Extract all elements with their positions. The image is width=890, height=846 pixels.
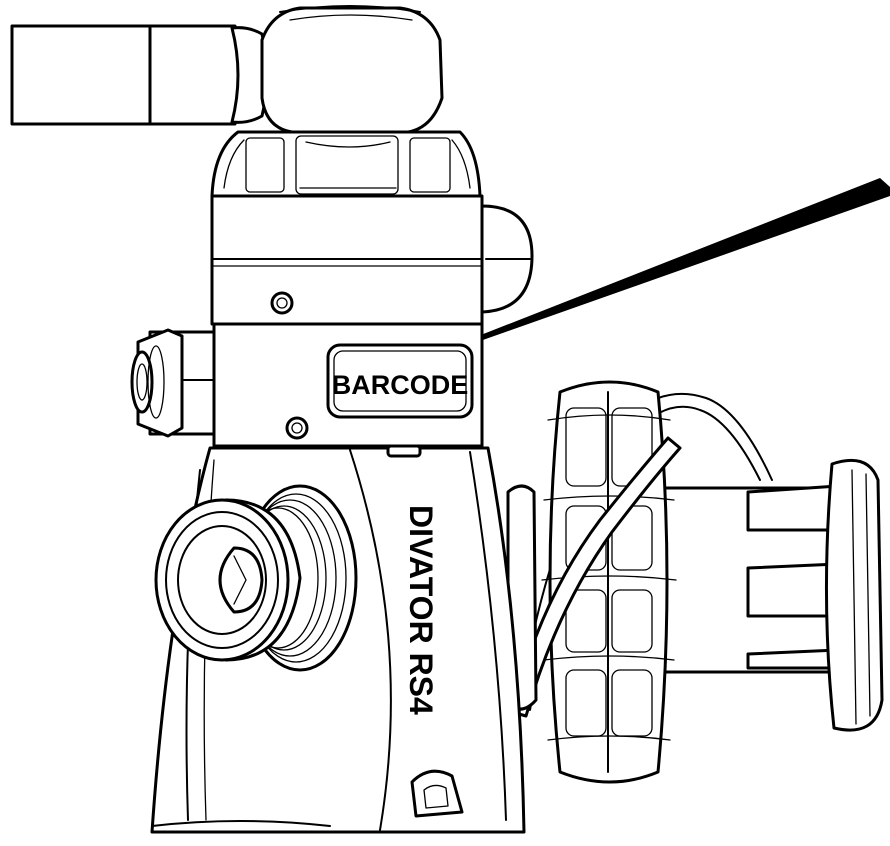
side-knob [480, 204, 534, 314]
turret-cap [210, 130, 482, 198]
barcode-label: BARCODE [332, 370, 469, 400]
leader-line [430, 178, 890, 358]
model-marking: DIVATOR RS4 [403, 505, 439, 715]
threaded-port [154, 484, 358, 672]
hose-fitting-top [10, 24, 269, 126]
turret-ring [210, 194, 484, 326]
din-bracket [660, 459, 884, 732]
swivel-dome [260, 5, 444, 134]
barcode-plate [326, 343, 474, 419]
body-block: BARCODE [212, 322, 484, 448]
